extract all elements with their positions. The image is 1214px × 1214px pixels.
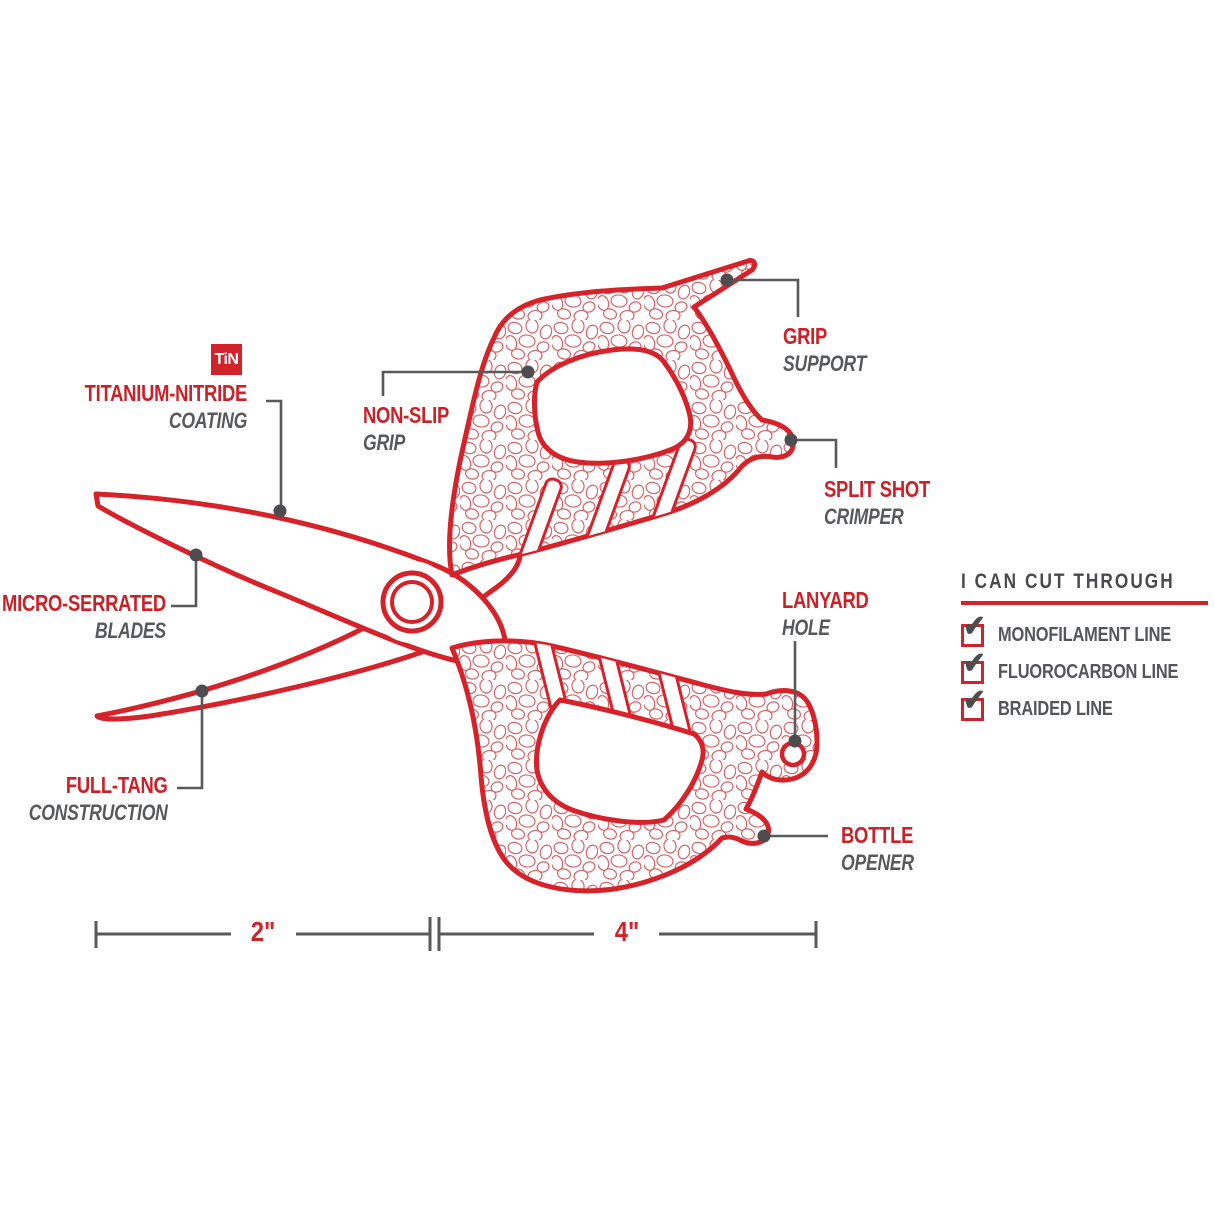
callout-title: BOTTLE [841, 822, 914, 848]
pivot [371, 561, 453, 643]
grip-support-connector [729, 278, 800, 317]
dimension-lines [94, 917, 818, 951]
callout-titanium-nitride: TITANIUM-NITRIDE COATING [84, 380, 248, 433]
list-item-label: MONOFILAMENT LINE [998, 624, 1172, 646]
upper-handle [447, 258, 796, 578]
checkbox-icon: ✔ [961, 686, 986, 721]
cut-through-title: I CAN CUT THROUGH [961, 570, 1175, 593]
checkbox-icon: ✔ [961, 612, 986, 647]
checkmark-icon: ✔ [963, 610, 986, 643]
upper-grip-grooves [517, 437, 697, 569]
callout-title: GRIP [783, 323, 828, 349]
handle-length-label: 4" [614, 916, 640, 947]
list-item-label: FLUOROCARBON LINE [998, 661, 1179, 683]
lanyard-dot [788, 734, 802, 748]
tin-badge-label: TiN [214, 350, 239, 368]
callout-subtitle: GRIP [363, 429, 406, 455]
callout-dots [189, 273, 802, 843]
tin-badge: TiN [211, 344, 242, 375]
red-rule [961, 601, 1208, 605]
lower-finger-hole [533, 697, 706, 825]
list-item: ✔ FLUOROCARBON LINE [961, 649, 1211, 684]
callout-title: SPLIT SHOT [824, 476, 930, 502]
non-slip-dot [521, 365, 535, 379]
callout-subtitle: COATING [168, 407, 247, 433]
callout-title: LANYARD [782, 587, 869, 613]
split-shot-dot [784, 433, 798, 447]
micro-serrated-connector [171, 558, 198, 608]
full-tang-dot [195, 684, 209, 698]
callout-title: NON-SLIP [363, 402, 449, 428]
cut-through-panel: I CAN CUT THROUGH ✔ MONOFILAMENT LINE ✔ … [961, 570, 1211, 735]
callout-title: MICRO-SERRATED [2, 590, 166, 616]
split-shot-connector [793, 438, 838, 468]
callout-title: TITANIUM-NITRIDE [84, 380, 248, 406]
callout-connectors [171, 278, 838, 838]
callout-full-tang: FULL-TANG CONSTRUCTION [29, 773, 168, 825]
non-slip-connector [381, 370, 526, 396]
callout-bottle: BOTTLE OPENER [841, 823, 914, 875]
callout-subtitle: BLADES [95, 617, 166, 643]
callout-non-slip: NON-SLIP GRIP [363, 403, 449, 455]
callout-subtitle: SUPPORT [783, 350, 867, 376]
list-item-label: BRAIDED LINE [998, 698, 1113, 720]
titanium-connector [266, 399, 283, 508]
checkbox-icon: ✔ [961, 649, 986, 684]
titanium-dot [273, 504, 287, 518]
grip-support-dot [720, 273, 734, 287]
bottle-dot [757, 829, 771, 843]
callout-title: FULL-TANG [66, 772, 168, 798]
checkmark-icon: ✔ [963, 647, 986, 680]
lower-handle [449, 638, 820, 894]
checkmark-icon: ✔ [963, 684, 986, 717]
list-item: ✔ BRAIDED LINE [961, 686, 1211, 721]
cut-through-list: ✔ MONOFILAMENT LINE ✔ FLUOROCARBON LINE … [961, 612, 1211, 721]
full-tang-connector [177, 694, 204, 790]
callout-subtitle: HOLE [782, 614, 830, 640]
callout-subtitle: CRIMPER [824, 503, 904, 529]
callout-split-shot: SPLIT SHOT CRIMPER [824, 477, 930, 529]
callout-lanyard: LANYARD HOLE [782, 588, 869, 640]
callout-micro-serrated: MICRO-SERRATED BLADES [2, 591, 166, 643]
callout-subtitle: CONSTRUCTION [29, 799, 168, 825]
upper-finger-hole [532, 346, 694, 466]
callout-subtitle: OPENER [841, 849, 914, 875]
micro-serrated-dot [189, 548, 203, 562]
blade-length-label: 2" [250, 916, 276, 947]
list-item: ✔ MONOFILAMENT LINE [961, 612, 1211, 647]
callout-grip-support: GRIP SUPPORT [783, 324, 866, 376]
